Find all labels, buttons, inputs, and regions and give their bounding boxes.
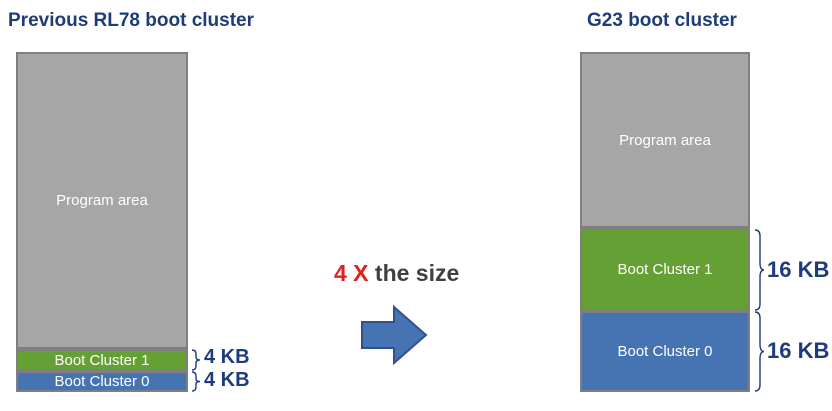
right-cluster-1-size: 16 KB [767,257,830,282]
right-cluster-1-brace-icon [754,229,765,311]
right-memory-map: Program area Boot Cluster 1 Boot Cluster… [580,52,750,392]
left-diagram-title: Previous RL78 boot cluster [8,10,255,31]
right-boot-cluster-0: Boot Cluster 0 [580,311,750,392]
right-cluster-0-brace-icon [754,311,765,392]
size-multiplier: 4 X [334,260,369,286]
left-cluster-0-size: 4 KB [204,369,250,391]
right-program-area: Program area [580,52,750,228]
right-arrow-icon [361,305,428,365]
left-cluster-1-size: 4 KB [204,346,250,368]
left-boot-cluster-0: Boot Cluster 0 [16,371,188,392]
left-boot-cluster-1: Boot Cluster 1 [16,349,188,371]
left-cluster-0-brace-icon [191,371,201,392]
right-boot-cluster-1: Boot Cluster 1 [580,228,750,311]
size-comparison-headline: 4 X the size [334,260,459,287]
left-memory-map: Program area Boot Cluster 1 Boot Cluster… [16,52,188,392]
right-cluster-0-size: 16 KB [767,338,830,363]
left-cluster-1-brace-icon [191,349,201,371]
size-comparison-text: the size [374,260,460,286]
left-program-area: Program area [16,52,188,349]
right-diagram-title: G23 boot cluster [587,10,737,31]
